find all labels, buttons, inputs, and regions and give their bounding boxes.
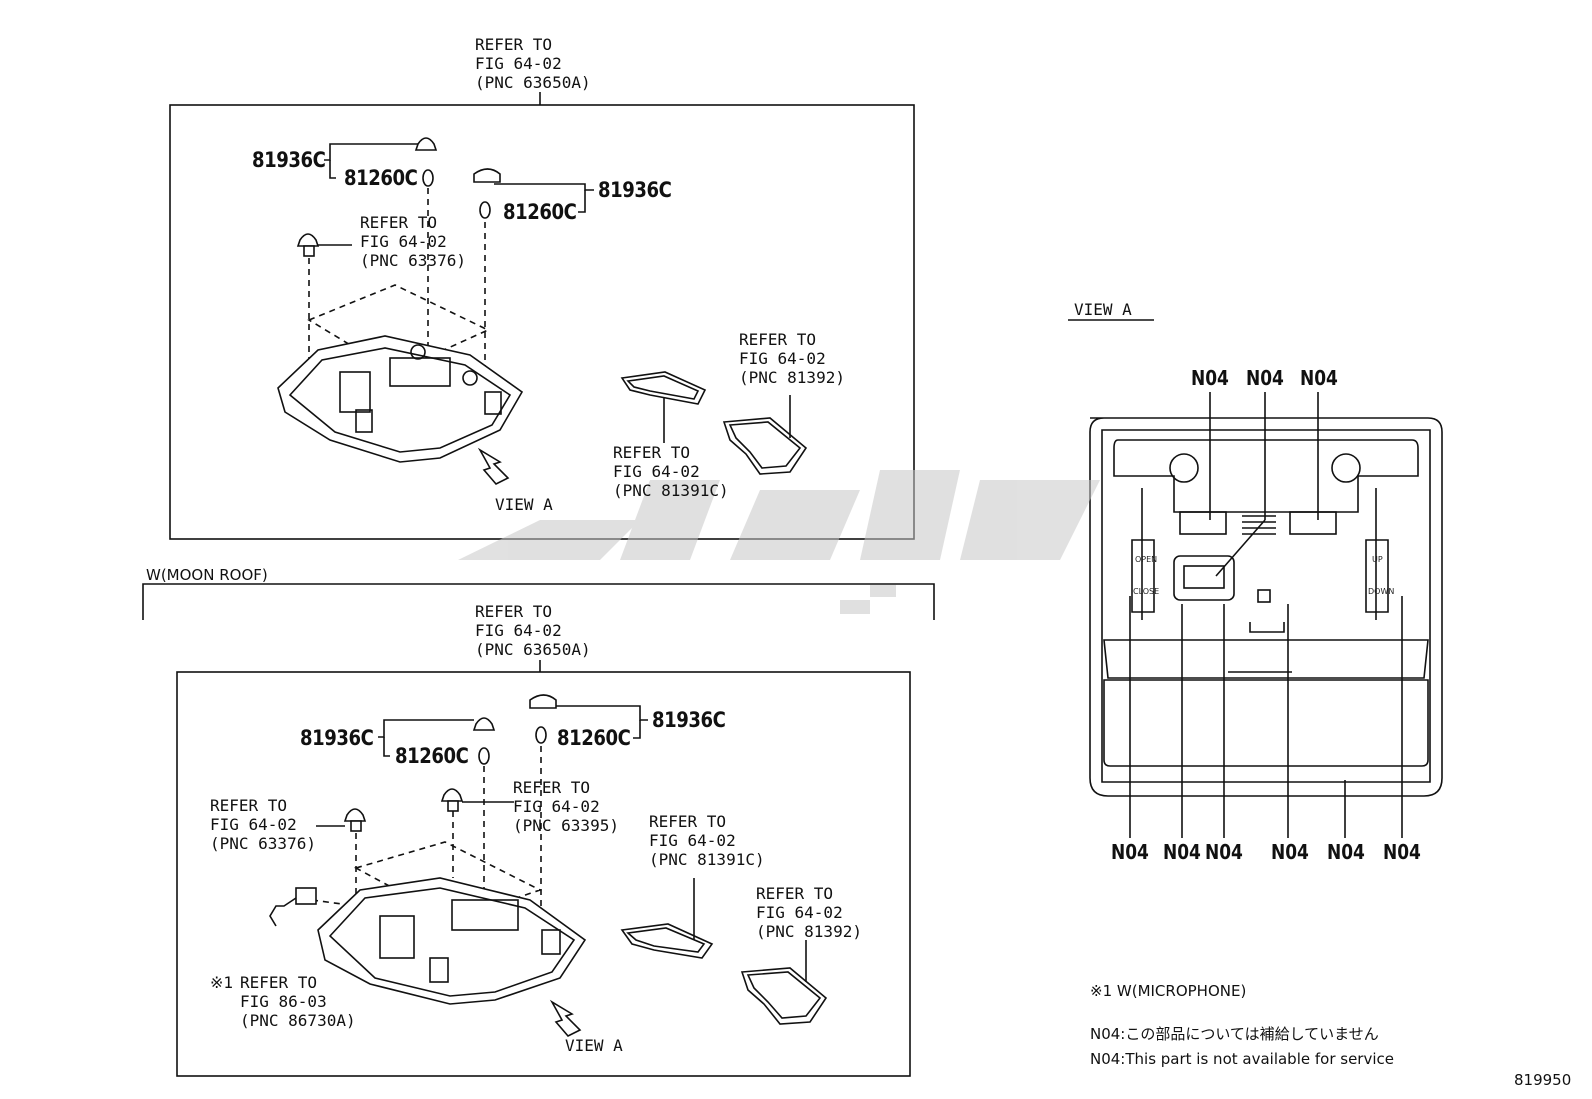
bottom-ref-63376: REFER TO FIG 64-02 (PNC 63376)	[210, 796, 316, 853]
bottom-ref-81391c: REFER TO FIG 64-02 (PNC 81391C)	[649, 812, 765, 869]
close-button-label: CLOSE	[1133, 587, 1159, 596]
moon-roof-bracket	[142, 583, 935, 620]
n04-top-3: N04	[1300, 366, 1338, 390]
top-view-a-label: VIEW A	[495, 495, 553, 514]
n04-bottom-3: N04	[1205, 840, 1243, 864]
moon-roof-label: W(MOON ROOF)	[146, 566, 268, 584]
n04-bottom-4: N04	[1271, 840, 1309, 864]
bottom-part-81936c-left: 81936C	[300, 726, 374, 750]
up-button-label: UP	[1372, 555, 1383, 564]
bottom-ref-63395: REFER TO FIG 64-02 (PNC 63395)	[513, 778, 619, 835]
top-part-81260c-left: 81260C	[344, 166, 418, 190]
bottom-panel-frame	[176, 671, 911, 1077]
clip-icon-top-3	[296, 233, 320, 257]
bottom-ref-86730a: REFER TO FIG 86-03 (PNC 86730A)	[240, 973, 356, 1030]
n04-leaders	[1129, 392, 1403, 838]
n04-top-2: N04	[1246, 366, 1284, 390]
bottom-ref-86730a-mark: ※1	[210, 973, 234, 992]
gasket-81392-top	[722, 417, 808, 475]
n04-bottom-2: N04	[1163, 840, 1201, 864]
map-lamp-housing-bottom	[317, 877, 587, 1005]
note-n04-english: N04:This part is not available for servi…	[1090, 1050, 1394, 1068]
gasket-81391c-top	[620, 371, 707, 405]
n04-bottom-6: N04	[1383, 840, 1421, 864]
n04-bottom-1: N04	[1111, 840, 1149, 864]
top-part-81936c-left: 81936C	[252, 148, 326, 172]
view-a-arrow-top	[477, 447, 510, 485]
microphone-part	[269, 887, 317, 927]
gasket-81392-bottom	[740, 967, 828, 1025]
view-a-title: VIEW A	[1074, 300, 1132, 319]
note-n04-japanese: N04:この部品については補給していません	[1090, 1025, 1379, 1043]
bottom-part-81260c-left: 81260C	[395, 744, 469, 768]
clip-icon-bot-1	[472, 717, 496, 765]
note-microphone: ※1 W(MICROPHONE)	[1090, 982, 1247, 1000]
clip-icon-bot-3	[343, 808, 367, 832]
down-button-label: DOWN	[1368, 587, 1394, 596]
figure-number: 819950	[1514, 1071, 1572, 1089]
bottom-part-81260c-right: 81260C	[557, 726, 631, 750]
bottom-view-a-label: VIEW A	[565, 1036, 623, 1055]
top-ref-81392: REFER TO FIG 64-02 (PNC 81392)	[739, 330, 845, 387]
top-part-81260c-right: 81260C	[503, 200, 577, 224]
top-ref-81391c: REFER TO FIG 64-02 (PNC 81391C)	[613, 443, 729, 500]
top-part-81936c-right: 81936C	[598, 178, 672, 202]
map-lamp-housing-top	[277, 335, 524, 463]
clip-icon-top-2	[473, 168, 501, 219]
view-a-arrow-bottom	[549, 999, 582, 1037]
bottom-part-81936c-right: 81936C	[652, 708, 726, 732]
open-button-label: OPEN	[1135, 555, 1157, 564]
n04-bottom-5: N04	[1327, 840, 1365, 864]
view-a-console	[1089, 417, 1443, 797]
vent-grill	[1242, 515, 1276, 535]
clip-icon-bot-4	[440, 788, 464, 812]
bottom-ref-63650a: REFER TO FIG 64-02 (PNC 63650A)	[475, 602, 591, 659]
watermark-logo	[458, 470, 1100, 614]
clip-icon-top-1	[414, 137, 438, 187]
top-ref-63376: REFER TO FIG 64-02 (PNC 63376)	[360, 213, 466, 270]
gasket-81391c-bottom	[620, 923, 714, 959]
bottom-ref-81392: REFER TO FIG 64-02 (PNC 81392)	[756, 884, 862, 941]
n04-top-1: N04	[1191, 366, 1229, 390]
top-ref-63650a: REFER TO FIG 64-02 (PNC 63650A)	[475, 35, 591, 92]
clip-icon-bot-2	[529, 694, 557, 744]
